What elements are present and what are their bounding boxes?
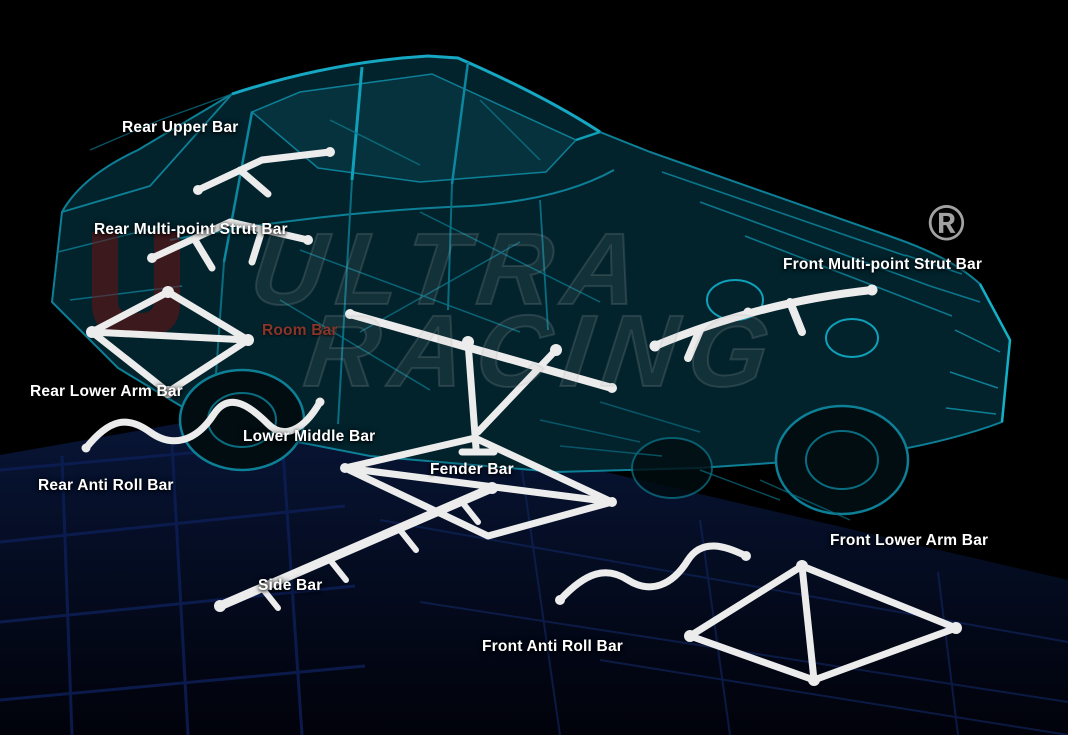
front-anti-roll-bar-art [555,542,751,605]
side-bar-art [214,482,498,612]
label-fender-bar: Fender Bar [430,461,514,478]
fender-bar-art [458,336,562,456]
label-side-bar: Side Bar [258,577,323,594]
label-front-multi-point-strut-bar: Front Multi-point Strut Bar [783,256,983,273]
label-rear-multi-point-strut-bar: Rear Multi-point Strut Bar [94,221,288,238]
label-room-bar: Room Bar [262,322,338,339]
rear-multi-point-strut-bar-art [147,218,313,272]
product-bars-art [81,147,962,686]
rear-lower-arm-bar-art [86,286,254,398]
label-front-lower-arm-bar: Front Lower Arm Bar [830,532,989,549]
rear-upper-bar-art [193,147,335,198]
room-bar-art [345,309,617,393]
label-rear-anti-roll-bar: Rear Anti Roll Bar [38,477,174,494]
front-multi-point-strut-bar-art [649,284,878,362]
label-rear-lower-arm-bar: Rear Lower Arm Bar [30,383,183,400]
label-front-anti-roll-bar: Front Anti Roll Bar [482,638,623,655]
label-lower-middle-bar: Lower Middle Bar [243,428,376,445]
label-rear-upper-bar: Rear Upper Bar [122,119,239,136]
rear-anti-roll-bar-art [81,397,325,453]
front-lower-arm-bar-art [684,560,962,686]
